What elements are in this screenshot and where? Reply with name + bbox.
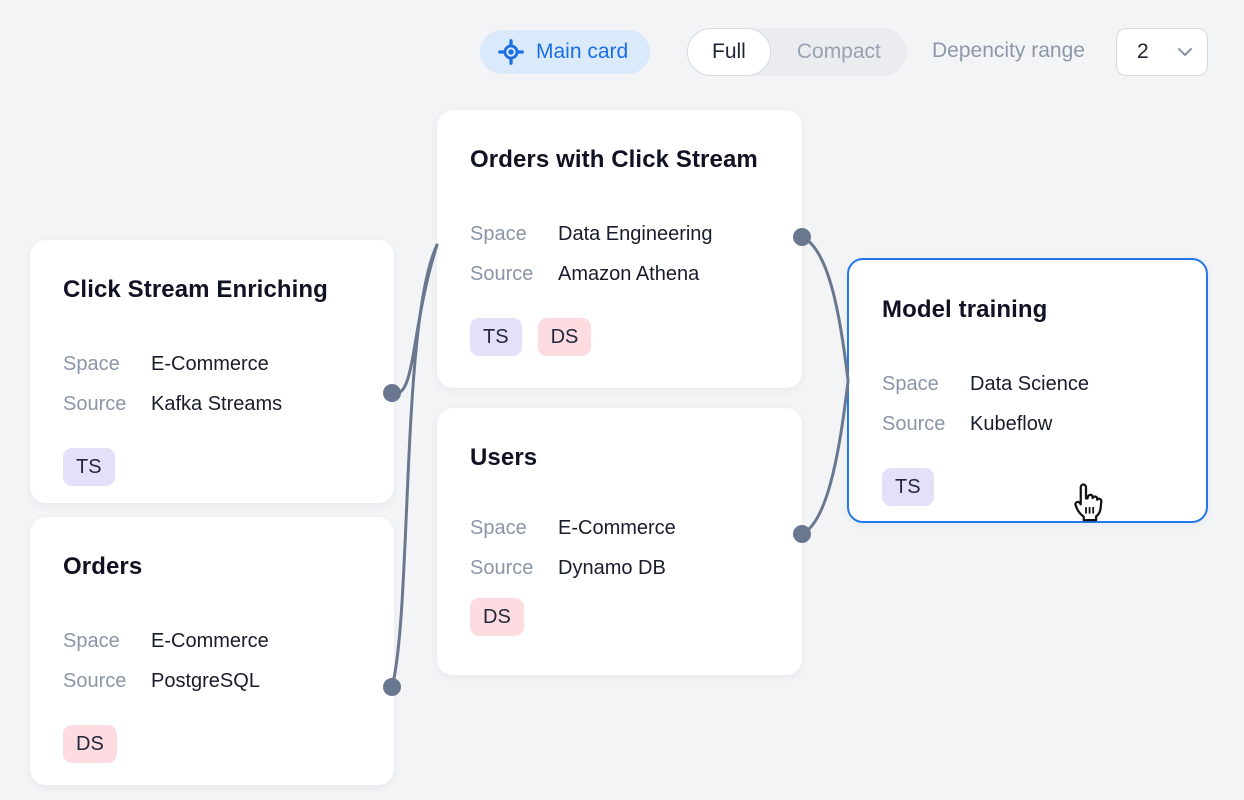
badge-row: TS DS [470,318,769,356]
space-value: Data Science [970,373,1089,395]
space-value: Data Engineering [558,223,713,245]
badge-ts: TS [63,448,115,486]
badge-row: DS [63,725,361,763]
card-orders-with-click-stream[interactable]: Orders with Click Stream Space Data Engi… [437,110,802,388]
view-toggle: Full Compact [687,28,907,76]
connector-edge [800,235,850,382]
connector-edge [390,243,439,396]
card-model-training[interactable]: Model training Space Data Science Source… [847,258,1208,523]
badge-row: TS [882,468,1173,506]
main-card-button[interactable]: Main card [480,30,651,74]
source-label: Source [882,413,946,435]
card-title: Click Stream Enriching [63,276,328,303]
card-title: Orders with Click Stream [470,146,758,173]
card-title: Users [470,444,538,471]
badge-ts: TS [882,468,934,506]
card-fields: Space E-Commerce Source Kafka Streams [63,344,361,424]
chevron-down-icon [1177,47,1193,57]
card-fields: Space E-Commerce Source PostgreSQL [63,621,361,701]
source-value: Dynamo DB [558,557,666,579]
badge-row: TS [63,448,361,486]
source-value: Kubeflow [970,413,1053,435]
space-value: E-Commerce [151,353,269,375]
badge-ds: DS [63,725,117,763]
dependency-range-value: 2 [1137,40,1149,63]
main-card-label: Main card [536,40,629,63]
space-label: Space [63,630,120,652]
connector-edge [800,380,850,536]
card-fields: Space Data Science Source Kubeflow [882,364,1173,444]
source-label: Source [63,393,127,415]
toolbar: Main card Full Compact Depencity range 2 [0,0,1244,90]
source-value: Amazon Athena [558,263,700,285]
source-label: Source [63,670,127,692]
source-label: Source [470,263,534,285]
space-label: Space [882,373,939,395]
toggle-option-compact[interactable]: Compact [771,28,907,76]
card-fields: Space Data Engineering Source Amazon Ath… [470,214,769,294]
badge-row: DS [470,598,769,636]
dependency-range-label: Depencity range [932,39,1085,62]
source-label: Source [470,557,534,579]
space-label: Space [63,353,120,375]
space-label: Space [470,517,527,539]
card-orders[interactable]: Orders Space E-Commerce Source PostgreSQ… [30,517,394,785]
space-value: E-Commerce [151,630,269,652]
source-value: Kafka Streams [151,393,283,415]
badge-ds: DS [470,598,524,636]
crosshair-locate-icon [498,39,524,65]
connector-edge [390,243,439,689]
card-click-stream-enriching[interactable]: Click Stream Enriching Space E-Commerce … [30,240,394,503]
badge-ts: TS [470,318,522,356]
space-value: E-Commerce [558,517,676,539]
space-label: Space [470,223,527,245]
card-title: Model training [882,296,1048,323]
card-title: Orders [63,553,143,580]
card-fields: Space E-Commerce Source Dynamo DB [470,508,769,588]
badge-ds: DS [537,318,592,356]
card-users[interactable]: Users Space E-Commerce Source Dynamo DB … [437,408,802,675]
dependency-range-select[interactable]: 2 [1116,28,1208,76]
source-value: PostgreSQL [151,670,260,692]
toggle-option-full[interactable]: Full [687,28,771,76]
